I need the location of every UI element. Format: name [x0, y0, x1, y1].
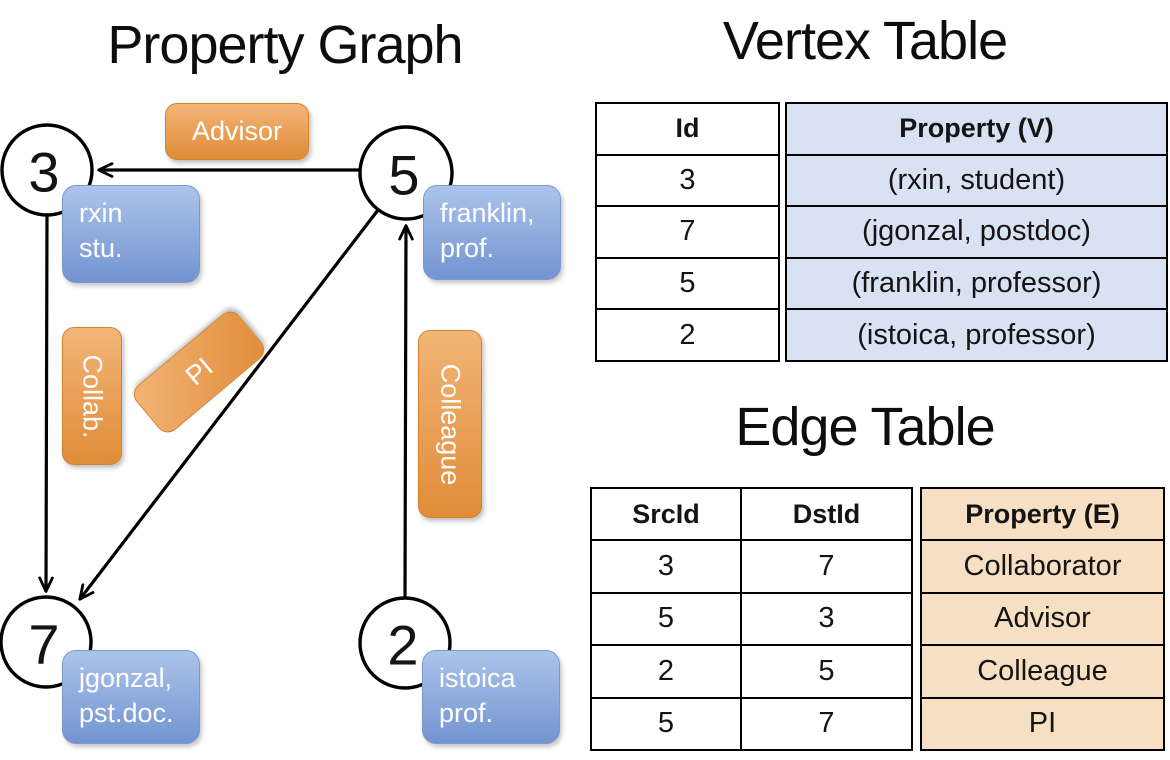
- node-label-5: franklin, prof.: [423, 185, 561, 280]
- table-header-row: Property (E): [920, 486, 1165, 542]
- vertex-id-cell: 7: [595, 205, 780, 259]
- node-label-5-line2: prof.: [440, 233, 495, 263]
- node-label-2: istoica prof.: [422, 650, 560, 744]
- table-row: (istoica, professor): [785, 308, 1168, 362]
- vertex-property-cell: (istoica, professor): [785, 308, 1168, 362]
- edge-src-dst-columns: SrcId DstId 3 7 5 3 2 5 5 7: [590, 486, 913, 751]
- edge-property-header: Property (E): [920, 486, 1165, 542]
- edge-dst-header: DstId: [740, 486, 913, 542]
- table-row: (jgonzal, postdoc): [785, 205, 1168, 259]
- node-label-7-line2: pst.doc.: [79, 698, 174, 728]
- node-label-7: jgonzal, pst.doc.: [62, 650, 200, 744]
- table-row: PI: [920, 696, 1165, 751]
- edge-dst-cell: 7: [740, 696, 913, 751]
- table-row: 2: [595, 308, 780, 362]
- edge-property-cell: Advisor: [920, 591, 1165, 647]
- table-row: 5 3: [590, 591, 913, 647]
- node-label-3: rxin stu.: [62, 185, 200, 283]
- vertex-property-header: Property (V): [785, 102, 1168, 156]
- table-row: Advisor: [920, 591, 1165, 647]
- vertex-property-cell: (rxin, student): [785, 153, 1168, 208]
- table-row: 2 5: [590, 644, 913, 699]
- table-row: (franklin, professor): [785, 256, 1168, 311]
- edge-label-colleague-text: Colleague: [435, 363, 466, 485]
- edge-label-pi-text: PI: [179, 351, 219, 392]
- table-row: 5: [595, 256, 780, 311]
- table-header-row: Id: [595, 102, 780, 156]
- vertex-id-cell: 3: [595, 153, 780, 208]
- table-row: 5 7: [590, 696, 913, 751]
- node-id-2: 2: [387, 614, 418, 677]
- edge-src-header: SrcId: [590, 486, 742, 542]
- edge-colleague-2-to-5: [398, 224, 414, 598]
- vertex-property-column: Property (V) (rxin, student) (jgonzal, p…: [785, 102, 1168, 362]
- edge-src-cell: 2: [590, 644, 742, 699]
- table-row: Colleague: [920, 644, 1165, 699]
- table-row: 7: [595, 205, 780, 259]
- vertex-id-header: Id: [595, 102, 780, 156]
- node-label-2-line1: istoica: [439, 663, 516, 693]
- edge-src-cell: 3: [590, 539, 742, 594]
- property-graph-title: Property Graph: [107, 15, 463, 75]
- node-label-7-line1: jgonzal,: [79, 663, 173, 693]
- edge-property-cell: Collaborator: [920, 539, 1165, 594]
- vertex-property-cell: (jgonzal, postdoc): [785, 205, 1168, 259]
- table-row: Collaborator: [920, 539, 1165, 594]
- node-id-5: 5: [388, 144, 419, 207]
- table-header-row: Property (V): [785, 102, 1168, 156]
- edge-label-collab: Collab.: [62, 327, 122, 465]
- vertex-id-column: Id 3 7 5 2: [595, 102, 780, 362]
- vertex-table: Id 3 7 5 2 Property (V) (rxin, student) …: [595, 102, 1168, 362]
- vertex-id-cell: 2: [595, 308, 780, 362]
- edge-property-cell: PI: [920, 696, 1165, 751]
- table-row: 3: [595, 153, 780, 208]
- edge-src-cell: 5: [590, 696, 742, 751]
- table-row: 3 7: [590, 539, 913, 594]
- edge-label-colleague: Colleague: [418, 330, 482, 518]
- edge-property-column: Property (E) Collaborator Advisor Collea…: [920, 486, 1165, 751]
- table-header-row: SrcId DstId: [590, 486, 913, 542]
- vertex-id-cell: 5: [595, 256, 780, 311]
- edge-label-advisor-text: Advisor: [191, 116, 283, 146]
- edge-label-advisor: Advisor: [165, 103, 309, 160]
- node-label-2-line2: prof.: [439, 698, 494, 728]
- edge-dst-cell: 3: [740, 591, 913, 647]
- edge-label-collab-text: Collab.: [77, 353, 108, 439]
- edge-src-cell: 5: [590, 591, 742, 647]
- node-label-3-line1: rxin: [79, 198, 123, 228]
- node-label-5-line1: franklin,: [440, 198, 535, 228]
- node-id-7: 7: [28, 613, 59, 676]
- edge-table: SrcId DstId 3 7 5 3 2 5 5 7 Property (E): [590, 486, 1165, 751]
- table-row: (rxin, student): [785, 153, 1168, 208]
- vertex-property-cell: (franklin, professor): [785, 256, 1168, 311]
- edge-property-cell: Colleague: [920, 644, 1165, 699]
- edge-table-title: Edge Table: [735, 397, 995, 457]
- edge-pi-5-to-7: [78, 209, 380, 601]
- edge-dst-cell: 7: [740, 539, 913, 594]
- edge-dst-cell: 5: [740, 644, 913, 699]
- vertex-table-title: Vertex Table: [722, 11, 1008, 71]
- node-label-3-line2: stu.: [79, 233, 123, 263]
- edge-collab-3-to-7: [38, 214, 54, 593]
- node-id-3: 3: [28, 141, 59, 204]
